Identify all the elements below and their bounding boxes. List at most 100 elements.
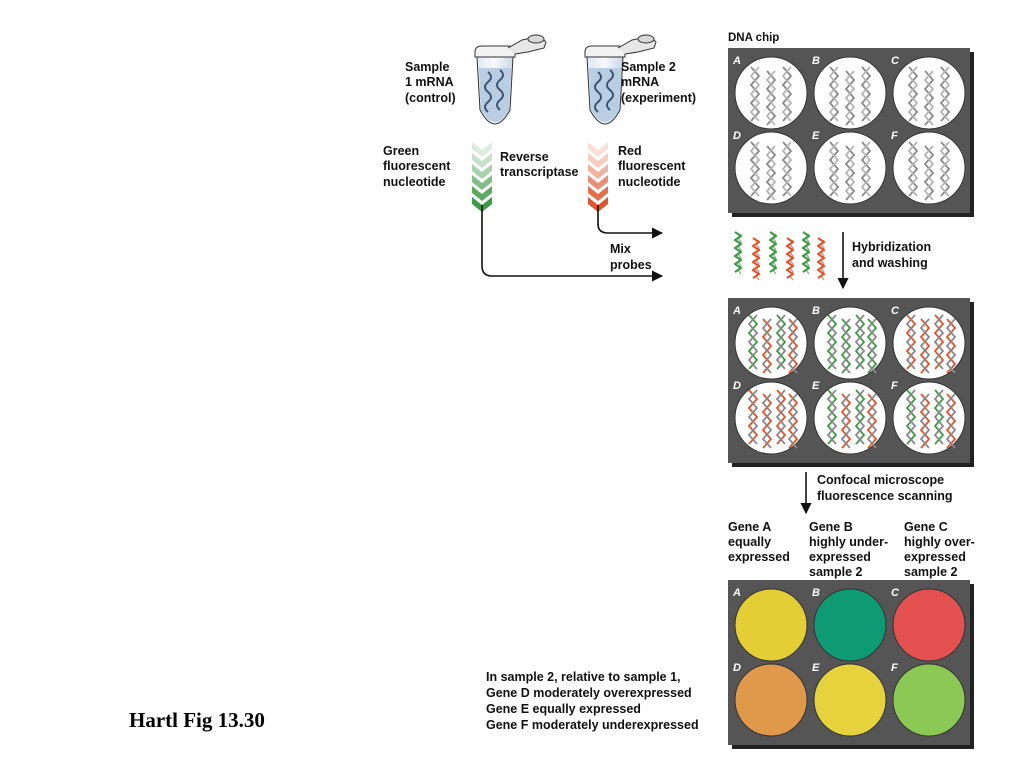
well-c: C <box>891 55 966 130</box>
well-disc <box>892 663 966 737</box>
hybridization-label: Hybridization and washing <box>852 240 935 270</box>
well-letter: F <box>891 130 898 142</box>
well-b: B <box>812 55 887 130</box>
well-a: A <box>732 587 808 662</box>
red-nucleotide-arrow <box>588 142 608 212</box>
sample-2-tube <box>584 34 657 125</box>
dna-strand <box>749 141 761 197</box>
dna-strand <box>781 66 793 122</box>
sample-1-label: Sample 1 mRNA (control) <box>405 60 457 105</box>
dna-strand <box>844 145 856 201</box>
dna-strand <box>907 66 919 122</box>
well-letter: D <box>733 662 741 674</box>
dna-strand <box>923 70 935 126</box>
chevron <box>588 153 608 168</box>
dna-strand <box>781 141 793 197</box>
dna-strand <box>828 141 840 197</box>
chip-title: DNA chip <box>728 32 779 44</box>
dna-strand <box>866 393 878 449</box>
well-letter: F <box>891 662 898 674</box>
well-disc <box>734 381 808 455</box>
dna-strand <box>775 389 787 445</box>
dna-strand <box>860 141 872 197</box>
well-letter: B <box>812 587 820 599</box>
well-e: E <box>812 662 887 737</box>
well-letter: D <box>733 380 741 392</box>
probe-strand <box>768 231 778 273</box>
probe-strand <box>801 231 811 273</box>
dna-strand <box>905 389 917 445</box>
dna-strand <box>747 314 759 370</box>
sample-2-label: Sample 2 mRNA (experiment) <box>621 60 696 105</box>
well-f: F <box>891 130 966 205</box>
well-disc <box>734 663 808 737</box>
well-disc <box>734 588 808 662</box>
well-b: B <box>812 305 887 380</box>
dna-strand <box>765 145 777 201</box>
dna-strand <box>765 70 777 126</box>
probe-strand-back <box>789 239 794 281</box>
chevron <box>472 186 492 201</box>
dna-strand <box>761 318 773 374</box>
well-disc <box>734 306 808 380</box>
chevron <box>472 164 492 179</box>
red-nucleotide-label: Red fluorescent nucleotide <box>618 144 689 189</box>
dna-strand <box>905 314 917 370</box>
scanning-label: Confocal microscope fluorescence scannin… <box>817 473 952 503</box>
well-letter: A <box>732 305 741 317</box>
well-disc <box>892 588 966 662</box>
well-letter: C <box>891 587 900 599</box>
dna-strand <box>933 389 945 445</box>
green-probe-flow-arrow <box>481 205 664 282</box>
chip-1-wells: A B C D E F <box>732 55 966 205</box>
well-letter: C <box>891 55 900 67</box>
dna-strand <box>854 389 866 445</box>
gene-c-description: Gene C highly over- expressed sample 2 <box>904 520 978 579</box>
well-letter: E <box>812 662 820 674</box>
well-letter: B <box>812 305 820 317</box>
well-disc <box>813 306 887 380</box>
dna-strand <box>939 141 951 197</box>
dna-strand <box>933 314 945 370</box>
dna-strand <box>945 318 957 374</box>
well-letter: A <box>732 55 741 67</box>
dna-strand <box>761 393 773 449</box>
well-letter: E <box>812 130 820 142</box>
probe-strand <box>733 231 743 273</box>
well-a: A <box>732 55 808 130</box>
well-letter: F <box>891 380 898 392</box>
dna-strand <box>907 141 919 197</box>
well-letter: D <box>733 130 741 142</box>
chevron <box>472 153 492 168</box>
dna-strand <box>826 389 838 445</box>
chevron <box>588 175 608 190</box>
dna-strand <box>787 318 799 374</box>
probe-strand <box>816 237 826 279</box>
well-f: F <box>891 380 966 455</box>
probe-strand <box>751 237 761 279</box>
well-disc <box>892 306 966 380</box>
probe-strand-back <box>820 239 825 281</box>
dna-strand <box>860 66 872 122</box>
enzyme-label: Reverse transcriptase <box>500 150 579 179</box>
well-disc <box>813 381 887 455</box>
well-letter: B <box>812 55 820 67</box>
dna-strand <box>828 66 840 122</box>
green-nucleotide-label: Green fluorescent nucleotide <box>383 144 454 189</box>
green-nucleotide-arrow <box>472 142 492 212</box>
chevron <box>588 164 608 179</box>
red-probe-flow-arrow <box>597 205 664 239</box>
result-notes: In sample 2, relative to sample 1, Gene … <box>486 670 699 732</box>
well-e: E <box>812 380 887 455</box>
dna-strand <box>923 145 935 201</box>
gene-a-description: Gene A equally expressed <box>728 520 790 564</box>
well-letter: A <box>732 587 741 599</box>
dna-strand <box>844 70 856 126</box>
well-e: E <box>812 130 887 205</box>
well-disc <box>892 381 966 455</box>
well-letter: C <box>891 305 900 317</box>
dna-strand <box>945 393 957 449</box>
dna-strand <box>749 66 761 122</box>
gene-b-description: Gene B highly under- expressed sample 2 <box>809 520 892 579</box>
